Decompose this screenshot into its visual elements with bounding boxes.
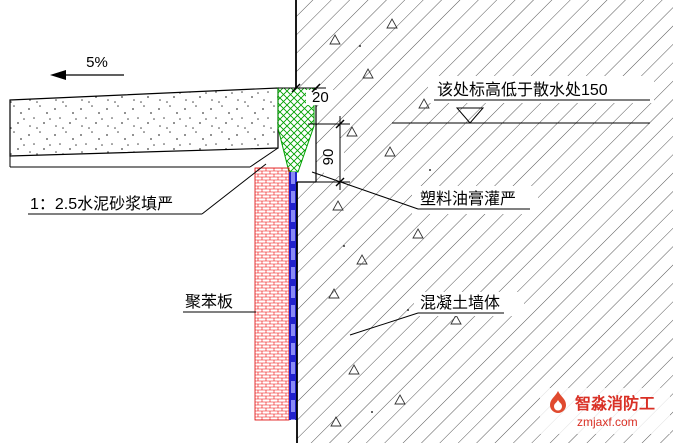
sealant-strip xyxy=(289,172,297,420)
apron-base-line xyxy=(9,147,279,168)
dim-tick xyxy=(335,119,345,129)
slope-arrow-icon xyxy=(50,70,66,80)
mortar-note-label: 1：2.5水泥砂浆填严 xyxy=(30,195,173,213)
eps-board xyxy=(254,167,290,421)
watermark-brand: 智淼消防工 xyxy=(575,394,655,413)
slope-annotation: 5% xyxy=(50,54,124,80)
dim-tick xyxy=(311,83,321,93)
level-note-label: 该处标高低于散水处150 xyxy=(437,81,608,99)
watermark: 智淼消防工 zmjaxf.com xyxy=(550,391,655,429)
mortar-annotation: 1：2.5水泥砂浆填严 xyxy=(28,163,267,215)
apron-slab xyxy=(9,87,279,168)
dimension-90: 90 xyxy=(308,116,350,190)
dim-90-label: 90 xyxy=(320,149,337,166)
dimension-20: 20 xyxy=(291,83,329,106)
wall-note-label: 混凝土墙体 xyxy=(420,294,500,312)
sealant-annotation: 塑料油膏灌严 xyxy=(311,171,530,210)
level-annotation: 该处标高低于散水处150 xyxy=(392,81,650,124)
eps-note-label: 聚苯板 xyxy=(185,293,233,311)
watermark-site: zmjaxf.com xyxy=(577,415,638,429)
concrete-wall-hatch xyxy=(296,0,673,443)
slope-label: 5% xyxy=(86,54,108,71)
dim-tick xyxy=(291,83,301,93)
aggregate-symbols xyxy=(328,18,462,427)
watermark-logo-flame-icon xyxy=(550,391,566,413)
eps-annotation: 聚苯板 xyxy=(183,293,256,313)
dim-20-label: 20 xyxy=(312,89,329,106)
mortar-leader-line xyxy=(201,163,267,215)
wall-annotation: 混凝土墙体 xyxy=(349,294,504,336)
level-symbol-icon xyxy=(455,107,485,124)
sealant-note-label: 塑料油膏灌严 xyxy=(420,189,516,208)
wall-leader-line xyxy=(349,312,419,336)
sealant-leader-line xyxy=(311,171,419,210)
